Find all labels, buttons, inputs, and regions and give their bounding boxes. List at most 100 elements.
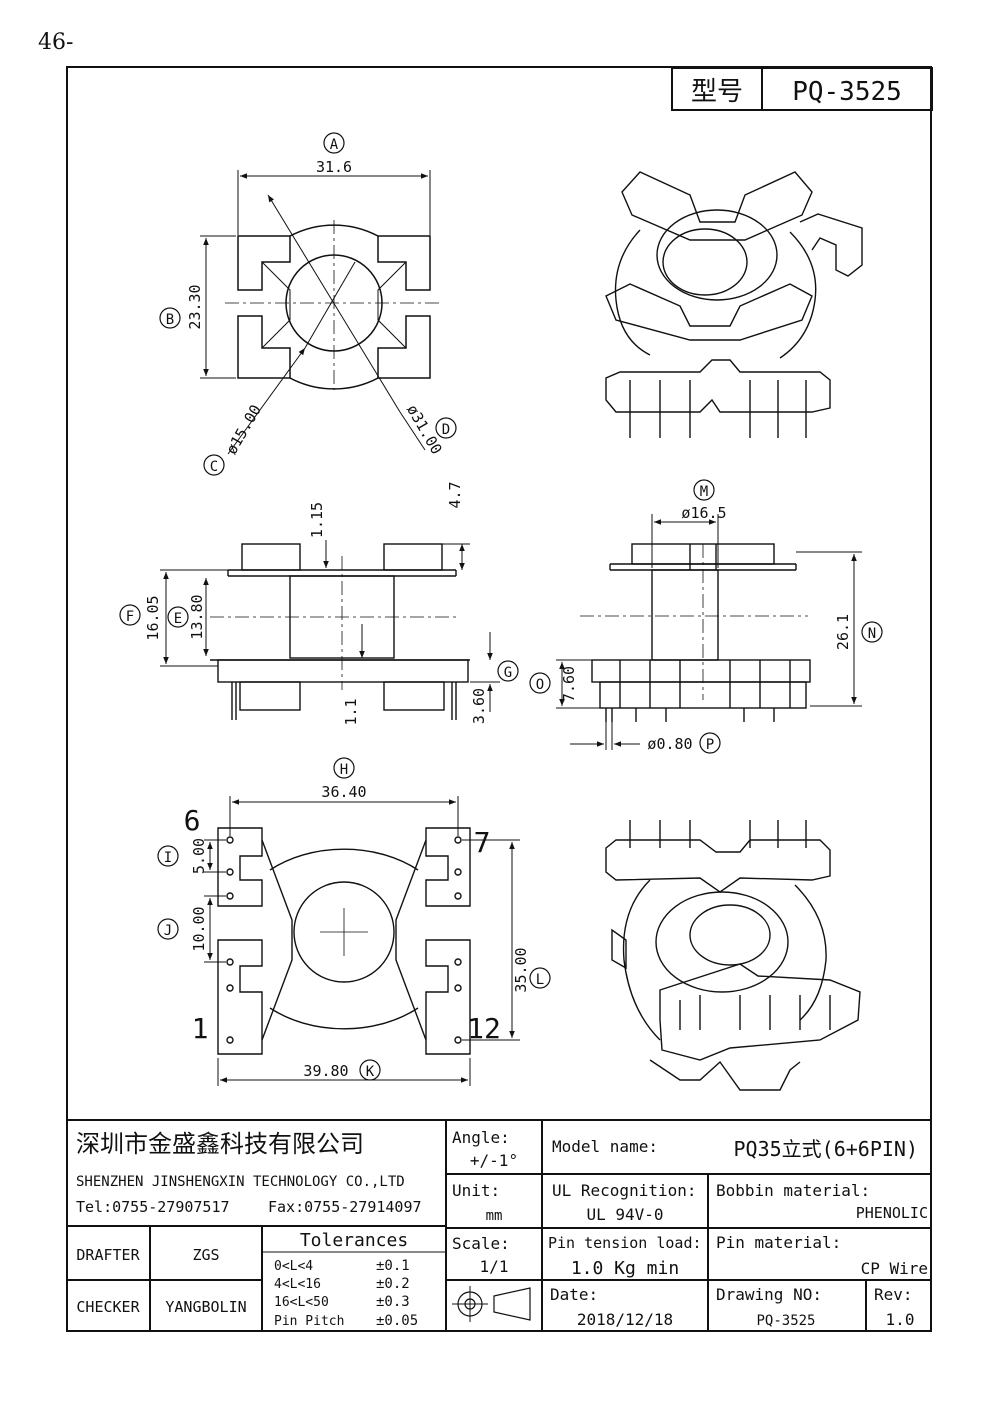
balloon-O-letter: O <box>536 677 544 693</box>
date-label: Date: <box>550 1285 598 1304</box>
dim-H-value: 36.40 <box>321 783 366 801</box>
pin-material-value: CP Wire <box>861 1259 928 1278</box>
dim-C-value: ø15.00 <box>222 402 265 458</box>
pin-tension-value: 1.0 Kg min <box>571 1258 679 1279</box>
company-tel: Tel:0755-27907517 <box>76 1198 230 1216</box>
drafter-value: ZGS <box>192 1246 219 1264</box>
top-view-labels: A 31.6 B 23.30 C ø15.00 D ø31.00 <box>159 132 457 476</box>
balloon-N <box>861 621 883 643</box>
dim-L-value: 35.00 <box>512 947 530 992</box>
balloon-G-letter: G <box>504 665 512 681</box>
tol-value-1: ±0.1 <box>376 1258 410 1274</box>
drawing-frame <box>66 66 932 1332</box>
dim-P-value: ø0.80 <box>647 735 692 753</box>
balloon-I <box>157 845 179 867</box>
scale-label: Scale: <box>452 1234 510 1253</box>
dim-F-value: 16.05 <box>144 595 162 640</box>
balloon-N-letter: N <box>868 626 876 642</box>
company-en: SHENZHEN JINSHENGXIN TECHNOLOGY CO.,LTD <box>76 1174 405 1190</box>
ul-label: UL Recognition: <box>552 1181 697 1200</box>
pin-tension-label: Pin tension load: <box>548 1234 702 1252</box>
checker-value: YANGBOLIN <box>165 1298 246 1316</box>
side-view <box>556 514 862 750</box>
side-view-labels: M ø16.5 N 26.1 O 7.60 ø0.80 P <box>529 479 883 754</box>
iso-view-top <box>605 171 863 438</box>
balloon-F <box>119 604 141 626</box>
balloon-A <box>323 132 345 154</box>
balloon-F-letter: F <box>126 609 134 625</box>
company-fax: Fax:0755-27914097 <box>268 1198 422 1216</box>
balloon-H <box>333 757 355 779</box>
tol-value-4: ±0.05 <box>376 1313 418 1329</box>
balloon-J <box>157 918 179 940</box>
pin-material-label: Pin material: <box>716 1233 841 1252</box>
balloon-B <box>159 307 181 329</box>
dim-A-value: 31.6 <box>316 158 352 176</box>
dim-O-value: 7.60 <box>560 666 578 702</box>
dim-wall: 1.15 <box>308 502 326 538</box>
balloon-M <box>693 479 715 501</box>
bobbin-value: PHENOLIC <box>856 1204 928 1222</box>
iso-view-bottom <box>605 820 861 1091</box>
balloon-D <box>435 417 457 439</box>
tol-range-2: 4<L<16 <box>274 1277 321 1292</box>
balloon-L <box>529 967 551 989</box>
bottom-view <box>204 796 520 1086</box>
front-view <box>160 540 500 720</box>
bottom-view-labels: H 36.40 I 5.00 J 10.00 39.80 K L 35.00 6… <box>157 757 551 1081</box>
balloon-K <box>359 1059 381 1081</box>
balloon-A-letter: A <box>330 137 339 153</box>
dim-bottom-wall: 1.1 <box>342 698 360 725</box>
balloon-M-letter: M <box>700 484 708 500</box>
unit-value: mm <box>486 1208 503 1224</box>
rev-label: Rev: <box>874 1285 913 1304</box>
tolerances-label: Tolerances <box>300 1230 408 1251</box>
rev-value: 1.0 <box>886 1310 915 1329</box>
pin-label-12: 12 <box>467 1012 501 1045</box>
model-name-label: Model name: <box>552 1137 658 1156</box>
top-view <box>200 170 440 455</box>
title-block <box>66 1119 932 1332</box>
tol-range-4: Pin Pitch <box>274 1314 344 1329</box>
balloon-J-letter: J <box>164 923 172 939</box>
pin-label-6: 6 <box>184 804 201 837</box>
model-value: PQ-3525 <box>792 77 902 107</box>
balloon-P-letter: P <box>706 737 714 753</box>
date-value: 2018/12/18 <box>577 1310 673 1329</box>
unit-label: Unit: <box>452 1181 500 1200</box>
page-number: 46- <box>38 30 74 55</box>
balloon-K-letter: K <box>366 1064 375 1080</box>
tol-range-1: 0<L<4 <box>274 1259 313 1274</box>
tol-value-2: ±0.2 <box>376 1276 410 1292</box>
dim-B-value: 23.30 <box>186 284 204 329</box>
model-name-value: PQ35立式(6+6PIN) <box>734 1137 919 1161</box>
angle-value: +/-1° <box>470 1151 518 1170</box>
balloon-P <box>699 732 721 754</box>
model-header-box: 型号 PQ-3525 <box>671 67 933 111</box>
balloon-E-letter: E <box>174 611 182 627</box>
balloon-C-letter: C <box>210 459 218 475</box>
balloon-B-letter: B <box>166 312 174 328</box>
dim-J-value: 10.00 <box>190 906 208 951</box>
angle-label: Angle: <box>452 1128 510 1147</box>
ul-value: UL 94V-0 <box>586 1205 663 1224</box>
model-label: 型号 <box>691 77 743 107</box>
dim-M-value: ø16.5 <box>681 504 726 522</box>
balloon-G <box>497 660 519 682</box>
drawing-no-label: Drawing NO: <box>716 1285 822 1304</box>
dim-top-height: 4.7 <box>446 481 464 508</box>
balloon-L-letter: L <box>536 972 544 988</box>
dim-N-value: 26.1 <box>834 614 852 650</box>
tol-value-3: ±0.3 <box>376 1294 410 1310</box>
pin-label-1: 1 <box>192 1012 209 1045</box>
dim-G-value: 3.60 <box>470 688 488 724</box>
balloon-E <box>167 606 189 628</box>
dim-K-value: 39.80 <box>303 1062 348 1080</box>
bobbin-label: Bobbin material: <box>716 1181 870 1200</box>
balloon-O <box>529 672 551 694</box>
dim-I-value: 5.00 <box>190 838 208 874</box>
scale-value: 1/1 <box>480 1257 509 1276</box>
balloon-C <box>203 454 225 476</box>
dim-E-value: 13.80 <box>188 594 206 639</box>
